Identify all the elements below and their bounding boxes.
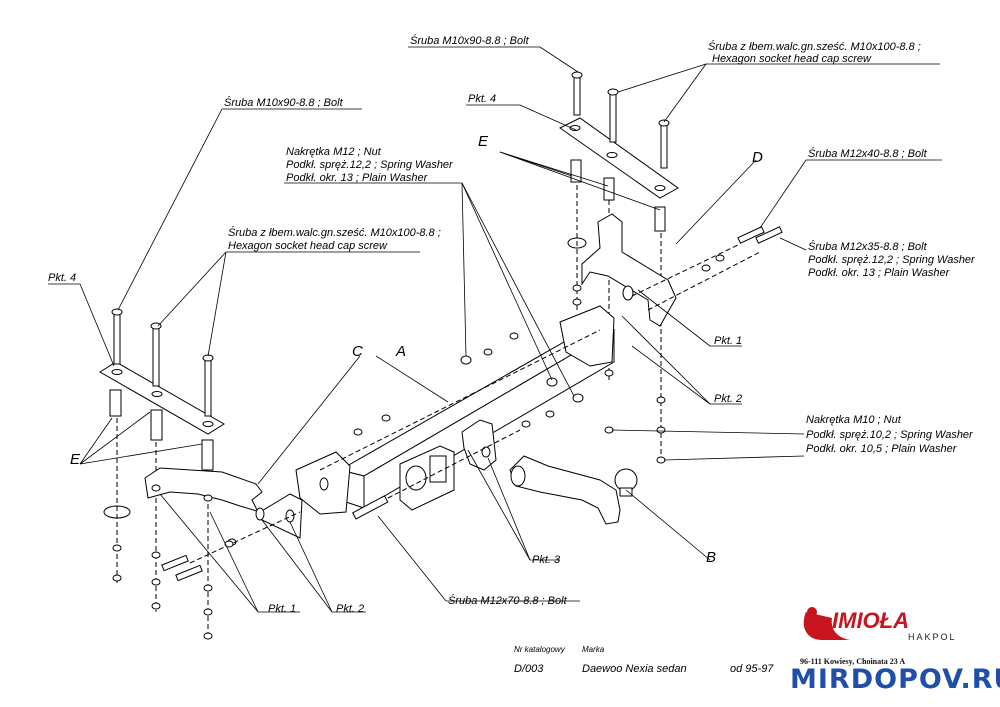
label-nut-m12-3: Podkł. okr. 13 ; Plain Washer bbox=[286, 172, 429, 184]
label-bolt-m12x35-3: Podkł. okr. 13 ; Plain Washer bbox=[808, 267, 951, 279]
label-hex-left-2: Hexagon socket head cap screw bbox=[228, 240, 388, 252]
spacer-e-5 bbox=[150, 409, 163, 441]
bolt-m10x90-left bbox=[113, 311, 121, 365]
hex-screw-right-2 bbox=[660, 122, 668, 169]
bolt-m12x70 bbox=[352, 495, 389, 520]
hex-screw-left-1 bbox=[152, 325, 160, 387]
label-nut-m10-2: Podkł. spręż.10,2 ; Spring Washer bbox=[806, 429, 974, 441]
label-pkt1-left: Pkt. 1 bbox=[268, 603, 296, 615]
label-d: D bbox=[752, 149, 763, 166]
bracket-d bbox=[581, 213, 677, 327]
left-plate bbox=[99, 361, 225, 435]
label-bolt-m12x70: Śruba M12x70-8.8 ; Bolt bbox=[448, 594, 568, 607]
logo-address: 96-111 Kowiesy, Choinata 23 A bbox=[800, 657, 905, 666]
label-hex-right-1: Śruba z łbem.walc.gn.sześć. M10x100-8.8 … bbox=[708, 40, 921, 53]
brand-logo: IMIOŁA HAKPOL 96-111 Kowiesy, Choinata 2… bbox=[800, 607, 957, 666]
model-years: od 95-97 bbox=[730, 663, 774, 675]
spacer-e-6 bbox=[201, 439, 214, 471]
label-nut-m10-3: Podkł. okr. 10,5 ; Plain Washer bbox=[806, 443, 958, 455]
label-nut-m12-2: Podkł. spręż.12,2 ; Spring Washer bbox=[286, 159, 454, 171]
label-pkt1-right: Pkt. 1 bbox=[714, 335, 742, 347]
label-e-right: E bbox=[478, 133, 489, 150]
spacer-e-1 bbox=[570, 159, 582, 183]
label-hex-left-1: Śruba z łbem.walc.gn.sześć. M10x100-8.8 … bbox=[228, 226, 441, 239]
label-pkt2-right: Pkt. 2 bbox=[714, 393, 742, 405]
label-pkt2-left: Pkt. 2 bbox=[336, 603, 364, 615]
annotation-labels: Śruba M10x90-8.8 ; Bolt Śruba z łbem.wal… bbox=[48, 34, 976, 615]
title-block: Nr katalogowy Marka D/003 Daewoo Nexia s… bbox=[514, 645, 774, 675]
label-pkt4-left: Pkt. 4 bbox=[48, 272, 76, 284]
watermark: MIRDOPOV.RU bbox=[790, 664, 1000, 695]
spacer-e-3 bbox=[654, 206, 666, 232]
label-bolt-m12x40: Śruba M12x40-8.8 ; Bolt bbox=[808, 147, 928, 160]
spacer-e-4 bbox=[109, 389, 122, 417]
bolt-left-1 bbox=[161, 554, 189, 572]
bolt-m12x40 bbox=[737, 226, 765, 244]
right-mounting-set bbox=[559, 71, 783, 464]
left-mounting-set bbox=[99, 308, 303, 640]
bolt-m10x90-right bbox=[573, 74, 581, 116]
leader-lines bbox=[48, 46, 942, 613]
logo-hook-icon bbox=[803, 612, 850, 640]
ball-mount-lug bbox=[461, 419, 497, 471]
label-bolt-m12x35-1: Śruba M12x35-8.8 ; Bolt bbox=[808, 240, 928, 253]
hex-screw-right-1 bbox=[609, 91, 617, 143]
label-bolt-m10x90-left: Śruba M10x90-8.8 ; Bolt bbox=[224, 96, 344, 109]
label-c: C bbox=[352, 343, 363, 360]
bracket-c bbox=[144, 467, 303, 539]
catalog-header: Nr katalogowy bbox=[514, 645, 566, 654]
label-nut-m10-1: Nakrętka M10 ; Nut bbox=[806, 414, 902, 426]
spacer-e-2 bbox=[603, 177, 615, 201]
logo-sub: HAKPOL bbox=[908, 632, 957, 642]
label-bolt-m12x35-2: Podkł. spręż.12,2 ; Spring Washer bbox=[808, 254, 976, 266]
logo-brand: IMIOŁA bbox=[832, 608, 909, 633]
bolt-left-2 bbox=[175, 564, 203, 582]
label-pkt4-right: Pkt. 4 bbox=[468, 93, 496, 105]
label-bolt-m10x90-right: Śruba M10x90-8.8 ; Bolt bbox=[410, 34, 530, 47]
label-a: A bbox=[395, 343, 406, 360]
label-nut-m12-1: Nakrętka M12 ; Nut bbox=[286, 146, 382, 158]
catalog-number: D/003 bbox=[514, 663, 544, 675]
label-pkt3: Pkt. 3 bbox=[532, 554, 561, 566]
cross-beam-a bbox=[224, 305, 616, 548]
hex-screw-left-2 bbox=[204, 357, 212, 417]
label-b: B bbox=[706, 549, 716, 566]
vehicle-name: Daewoo Nexia sedan bbox=[582, 663, 687, 675]
make-header: Marka bbox=[582, 645, 605, 654]
tow-ball-b bbox=[509, 455, 638, 525]
label-hex-right-2: Hexagon socket head cap screw bbox=[712, 53, 872, 65]
right-plate bbox=[559, 117, 679, 199]
bolt-m12x35 bbox=[755, 226, 783, 244]
label-e-left: E bbox=[70, 451, 81, 468]
